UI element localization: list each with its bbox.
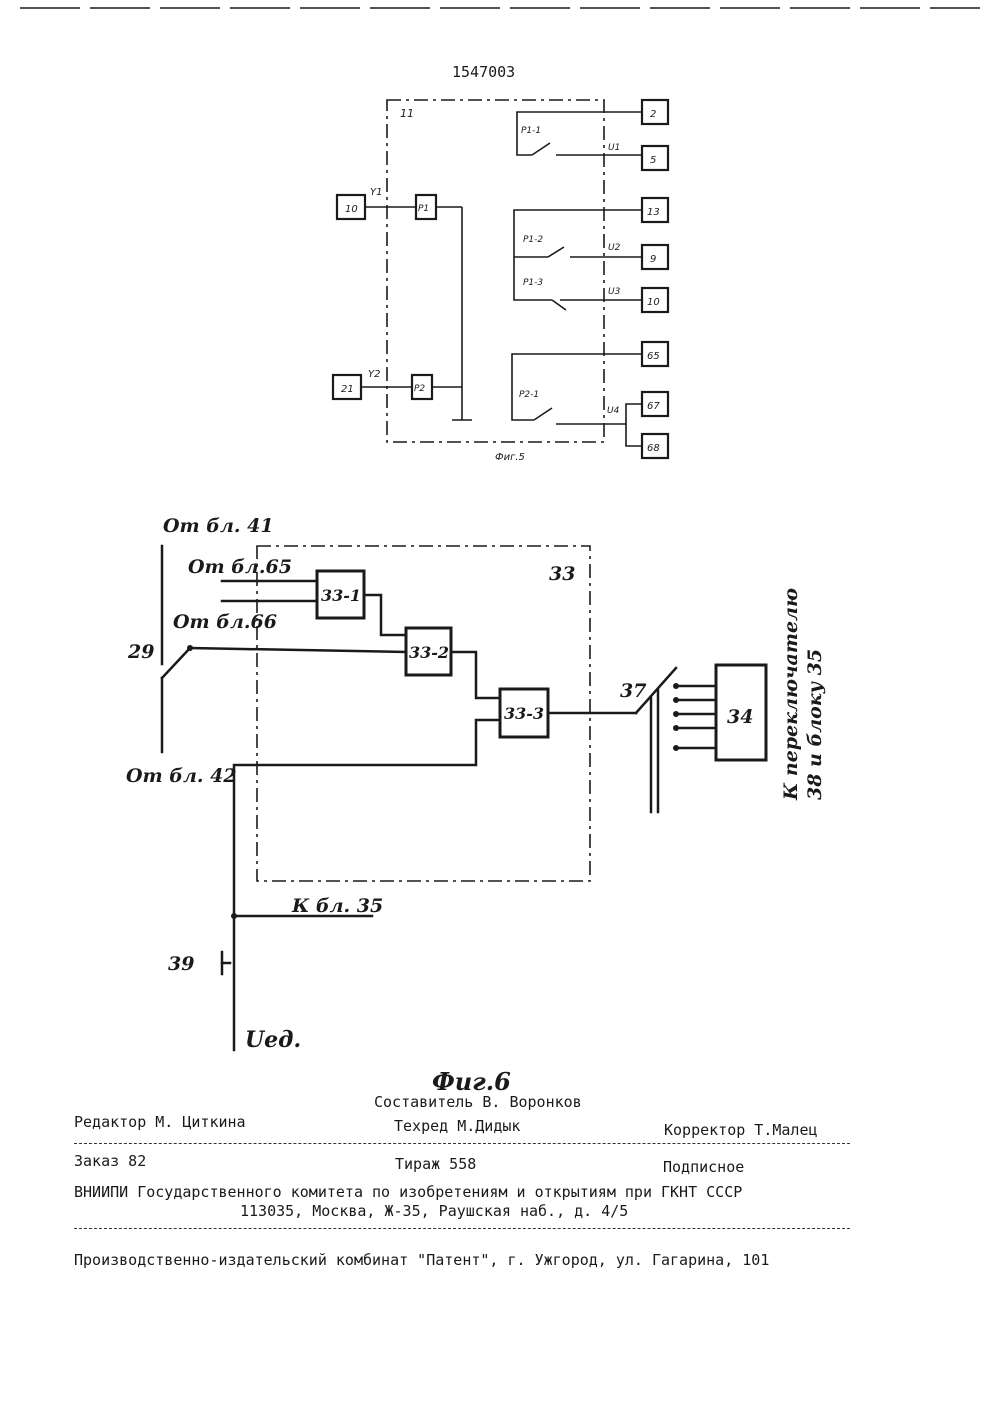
wire-29-to-33-2 [190,648,406,652]
footer-rule-1 [74,1143,850,1144]
footer-techred: Техред М.Дидык [394,1117,520,1135]
fig5-input-10-label: 10 [345,204,358,215]
label-from-block-66: От бл.66 [173,611,277,633]
block-33-2-label: 33-2 [409,643,449,662]
contact-p1-1-blade [532,143,550,155]
contact-p2-1-wiring [512,354,642,420]
footer-editor: Редактор М. Циткина [74,1113,246,1131]
relay-p2-label: P2 [414,384,425,394]
contact-p1-3-blade [552,300,566,310]
label-switch-29: 29 [127,641,154,663]
footer-rule-2 [74,1228,850,1229]
block-33-1-label: 33-1 [321,586,361,605]
fig5-signal-u3: U3 [608,287,621,297]
block-34-label: 34 [727,706,753,728]
block-33-3-label: 33-3 [504,704,544,723]
contact-p1-3-label: P1-3 [523,278,543,288]
footer-print-run: Тираж 558 [395,1155,476,1173]
figure-6: 33 От бл. 41 От бл.65 От бл.66 29 От бл.… [126,515,826,1096]
fig5-signal-u1: U1 [608,143,620,153]
switch-29-blade [162,648,190,678]
fig5-signal-y2: Y2 [368,369,380,380]
footer-org-line-1: ВНИИПИ Государственного комитета по изоб… [74,1183,742,1201]
fig5-input-21-label: 21 [341,384,354,395]
side-caption-line2: 38 и блоку 35 [804,649,826,800]
junction-35 [231,913,237,919]
fig5-signal-u4: U4 [607,406,620,416]
side-caption-line1: К переключателю [780,588,802,801]
label-from-block-65: От бл.65 [188,556,292,578]
block-33-label: 33 [549,563,575,585]
fig5-wire-u4 [556,404,642,424]
contact-p1-2-label: P1-2 [523,235,543,245]
fig5-output-5-label: 5 [650,155,656,166]
contact-p1-2-blade [548,247,564,257]
relay-p1-label: P1 [418,204,429,214]
figure-5: 11 10 Y1 P1 21 Y2 P2 2 5 13 9 10 65 67 [333,100,668,463]
block-11-label: 11 [400,107,414,120]
fig5-wire-u4-branch [626,424,642,446]
footer-org-line-2: 113035, Москва, Ж-35, Раушская наб., д. … [240,1202,628,1220]
wire-33-2-to-33-3 [451,652,500,698]
label-to-block-35: К бл. 35 [291,895,383,917]
fig5-output-67-label: 67 [647,401,660,412]
contact-p2-1-blade [534,408,552,420]
contact-p1-1-label: P1-1 [521,126,541,136]
label-switch-37: 37 [620,680,646,702]
footer-plant: Производственно-издательский комбинат "П… [74,1251,769,1269]
label-button-39: 39 [168,953,194,975]
fig5-signal-y1: Y1 [370,187,382,198]
figure-6-caption: Фиг.6 [432,1067,511,1096]
wire-ued-to-33-3 [234,720,500,1050]
fig5-output-9-label: 9 [650,254,656,265]
fig5-output-68-label: 68 [647,443,660,454]
footer-subscription: Подписное [663,1158,744,1176]
page-number: 1547003 [452,63,515,81]
contact-p2-1-label: P2-1 [519,390,539,400]
side-caption: К переключателю 38 и блоку 35 [780,588,826,801]
figure-5-caption: Фиг.5 [495,452,525,463]
footer-order: Заказ 82 [74,1152,146,1170]
footer-compiler: Составитель В. Воронков [374,1093,582,1111]
fig5-output-13-label: 13 [647,207,660,218]
fig5-output-10-label: 10 [647,297,660,308]
footer-corrector: Корректор Т.Малец [664,1121,818,1139]
label-u-ed: Uед. [245,1027,301,1053]
wire-33-1-to-33-2 [364,595,406,635]
fig5-output-65-label: 65 [647,351,660,362]
fig5-signal-u2: U2 [608,243,621,253]
label-from-block-42: От бл. 42 [126,765,237,787]
fig5-output-2-label: 2 [650,109,656,120]
label-from-block-41: От бл. 41 [163,515,274,537]
